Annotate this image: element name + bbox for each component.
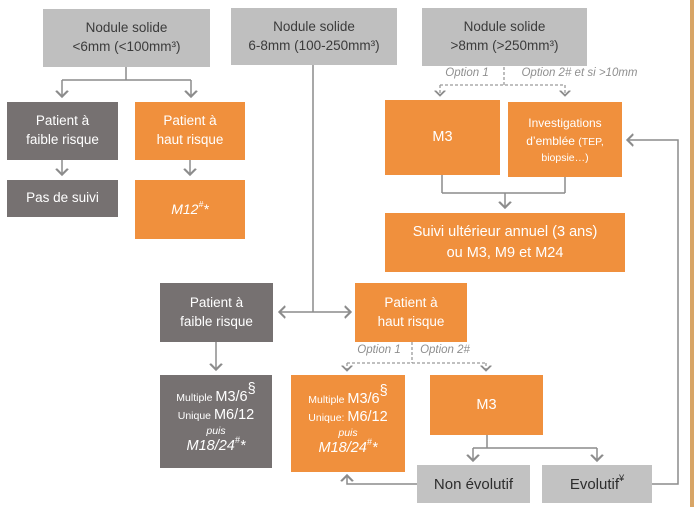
edge-nonevolutif-feedback [347,476,417,485]
node-patient-faible-1-line2: faible risque [26,132,99,147]
node-multiple-orange: Multiple M3/6§ Unique: M6/12 puis M18/24… [291,375,405,472]
node-patient-faible-1-line1: Patient à [35,113,90,129]
node-multiple-gray-line2: Unique M6/12 [177,407,255,424]
label-option2-mid: Option 2# [420,344,470,356]
node-patient-faible-1: Patient à faible risque [7,102,118,160]
node-nodule-small-line2: <6mm (<100mm³) [72,39,181,54]
node-patient-haut-1-line1: Patient à [163,113,217,129]
node-multiple-orange-line3: puis [338,427,358,440]
edge-evolutif-feedback [628,140,679,485]
node-suivi-annuel: Suivi ultérieur annuel (3 ans) ou M3, M9… [385,213,625,272]
node-m3-bottom-label: M3 [476,396,497,413]
node-suivi-annuel-line1: Suivi ultérieur annuel (3 ans) [412,224,598,241]
node-m12-label: M12#* [171,198,209,217]
node-non-evolutif-label: Non évolutif [433,475,514,493]
edge-small-stem [62,67,191,81]
node-investigations-line2: d’emblée (TEP, [526,133,604,148]
node-multiple-orange-line1: Multiple M3/6§ [308,382,388,407]
node-patient-faible-2-line1: Patient à [189,294,244,310]
node-evolutif: Evolutif¥ [542,465,652,503]
node-patient-haut-1-line2: haut risque [156,132,224,147]
node-patient-haut-2: Patient à haut risque [355,283,467,342]
edge-m3b-split [473,435,597,449]
node-m12: M12#* [135,180,245,239]
node-nodule-large-line2: >8mm (>250mm³) [450,38,559,53]
node-patient-haut-2-line2: haut risque [377,313,445,329]
node-pas-de-suivi-label: Pas de suivi [26,190,99,206]
node-multiple-gray: Multiple M3/6§ Unique M6/12 puis M18/24#… [160,375,272,468]
page-border-right [690,0,694,507]
node-multiple-orange-line2: Unique: M6/12 [308,409,388,426]
node-patient-faible-2-line2: faible risque [180,313,253,329]
node-nodule-medium-line2: 6-8mm (100-250mm³) [248,37,380,53]
label-option1-top: Option 1 [445,67,489,79]
node-patient-haut-1: Patient à haut risque [135,102,245,160]
node-nodule-medium: Nodule solide 6-8mm (100-250mm³) [231,8,397,65]
edge-merge-suivi [441,175,566,194]
label-option2-top: Option 2# et si >10mm [521,67,638,79]
node-evolutif-label: Evolutif¥ [569,473,625,493]
node-non-evolutif: Non évolutif [417,465,530,503]
node-nodule-small: Nodule solide <6mm (<100mm³) [43,9,210,67]
node-nodule-large: Nodule solide >8mm (>250mm³) [422,8,587,66]
node-m3-top-label: M3 [432,129,453,146]
node-multiple-gray-line3: puis [206,425,226,438]
node-investigations-line1: Investigations [528,115,602,130]
node-patient-haut-2-line1: Patient à [384,294,438,310]
node-m3-top: M3 [385,100,500,175]
node-investigations-line3: biopsie…) [541,151,589,164]
node-suivi-annuel-line2: ou M3, M9 et M24 [446,244,564,261]
node-pas-de-suivi: Pas de suivi [7,180,118,217]
label-option1-mid: Option 1 [357,344,401,356]
node-nodule-medium-line1: Nodule solide [273,18,355,34]
node-patient-faible-2: Patient à faible risque [160,283,273,342]
node-investigations: Investigations d’emblée (TEP, biopsie…) [508,102,622,177]
node-m3-bottom: M3 [430,375,543,435]
node-nodule-small-line1: Nodule solide [85,20,168,36]
node-multiple-gray-line4: M18/24#* [186,435,246,455]
node-multiple-gray-line1: Multiple M3/6§ [176,380,256,405]
node-nodule-large-line1: Nodule solide [463,19,546,35]
node-multiple-orange-line4: M18/24#* [318,437,378,457]
